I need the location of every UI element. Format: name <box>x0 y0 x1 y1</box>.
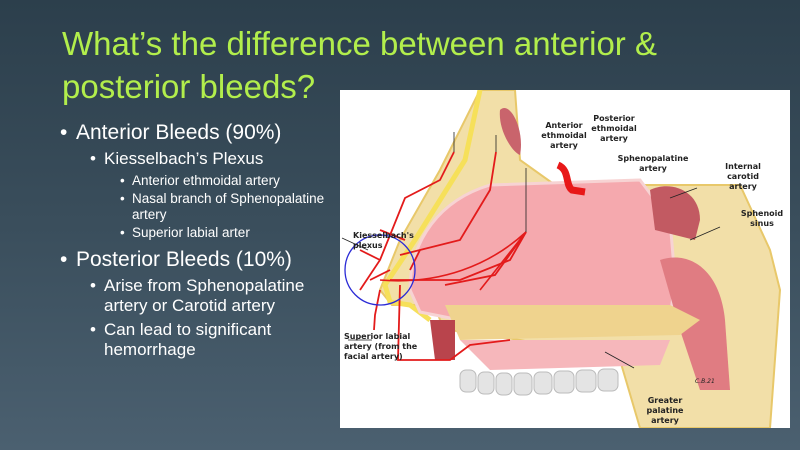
bullet-kiesselbach: Kiesselbach’s Plexus <box>90 149 340 169</box>
oral-cavity <box>460 340 670 370</box>
internal-carotid-artery <box>556 161 586 196</box>
bullet-list: Anterior Bleeds (90%) Kiesselbach’s Plex… <box>60 120 340 364</box>
title-line-1: What’s the difference between anterior & <box>62 25 657 62</box>
upper-lip <box>430 320 455 360</box>
arteries <box>359 151 527 361</box>
kiesselbach-circle <box>344 234 416 306</box>
bullet-post-item: Arise from Sphenopalatine artery or Caro… <box>90 276 340 316</box>
bullet-ant-item: Superior labial arter <box>120 225 340 241</box>
bullet-ant-item: Nasal branch of Sphenopalatine artery <box>120 191 340 223</box>
bullet-posterior: Posterior Bleeds (10%) <box>60 247 340 272</box>
bullet-ant-item: Anterior ethmoidal artery <box>120 173 340 189</box>
main-artery-trunk <box>379 231 527 291</box>
bullet-anterior: Anterior Bleeds (90%) <box>60 120 340 145</box>
artist-signature: C.B.21 <box>695 378 715 385</box>
teeth <box>459 368 619 396</box>
nose-skin <box>382 90 483 322</box>
hard-palate <box>445 305 700 340</box>
frontal-sinus <box>499 108 521 155</box>
sphenoid-sinus-shape <box>650 186 700 240</box>
title-line-2: posterior bleeds? <box>62 68 316 105</box>
slide-title: What’s the difference between anterior &… <box>62 22 722 108</box>
bullet-post-item: Can lead to significant hemorrhage <box>90 320 340 360</box>
leader-lines <box>341 132 721 369</box>
